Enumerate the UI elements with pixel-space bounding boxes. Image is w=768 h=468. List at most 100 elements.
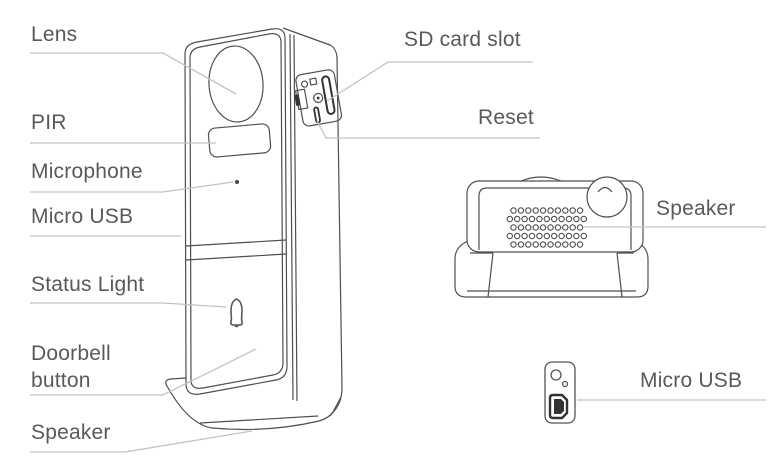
speaker-hole (532, 241, 539, 248)
speaker-hole (554, 224, 562, 231)
speaker-hole (573, 232, 580, 240)
bottom-body-bump (520, 176, 562, 182)
speaker-hole (569, 224, 576, 231)
doorbell-bell-icon (230, 298, 243, 328)
micro-usb-plate (544, 361, 576, 424)
front-seam-upper (185, 239, 287, 247)
speaker-hole (539, 207, 547, 214)
device-edge-crease-outer (289, 33, 294, 401)
sd-card-slot-icon (321, 75, 336, 115)
speaker-hole (510, 207, 517, 214)
side-usb-connector-dark (294, 94, 301, 106)
leader-doorbell-button (30, 348, 257, 396)
speaker-holes-icon (506, 207, 588, 248)
reset-hole-icon (313, 106, 321, 124)
micro-usb-detail-view (544, 361, 576, 424)
speaker-hole (562, 207, 569, 214)
speaker-hole (510, 224, 517, 231)
leader-microphone (30, 181, 234, 193)
speaker-hole (565, 215, 573, 223)
micro-usb-hole-small (561, 380, 569, 388)
label-pir: PIR (31, 111, 67, 134)
label-micro-usb-right: Micro USB (640, 369, 743, 392)
lens-shape (208, 45, 264, 123)
leader-speaker-left (30, 430, 253, 453)
leader-status-light (30, 302, 227, 308)
front-seam-lower (185, 253, 287, 261)
speaker-hole (536, 232, 543, 240)
leader-sd-card-slot (326, 61, 533, 102)
speaker-hole (547, 241, 554, 248)
device-front-face (184, 28, 288, 395)
speaker-hole (506, 215, 514, 223)
leader-reset (316, 120, 540, 139)
speaker-hole (521, 232, 528, 240)
speaker-hole (554, 207, 562, 214)
speaker-hole (543, 215, 551, 223)
device-base-inner-line (199, 415, 319, 424)
speaker-hole (558, 215, 565, 223)
speaker-hole (573, 215, 580, 223)
speaker-hole (528, 215, 536, 223)
bottom-tray-right-line (616, 252, 623, 298)
label-micro-usb-left: Micro USB (31, 205, 134, 228)
speaker-hole (547, 224, 554, 231)
side-panel-screw-center (316, 96, 320, 100)
doorbell-front-view (165, 27, 343, 431)
micro-usb-port-tongue (554, 399, 564, 414)
label-status-light: Status Light (31, 273, 145, 296)
micro-usb-port-icon (548, 393, 569, 420)
speaker-hole (580, 215, 588, 223)
side-panel-square-detail (309, 77, 318, 86)
bottom-view (454, 176, 649, 298)
speaker-hole (576, 241, 584, 248)
microphone-hole (235, 180, 239, 184)
speaker-hole (525, 241, 532, 248)
device-front-face-inner (189, 33, 284, 389)
leader-lens (30, 52, 237, 95)
speaker-hole (517, 224, 525, 231)
label-microphone: Microphone (31, 160, 143, 183)
speaker-hole (517, 207, 525, 214)
speaker-hole (539, 224, 547, 231)
speaker-hole (569, 207, 576, 214)
speaker-hole (525, 207, 532, 214)
speaker-hole (547, 207, 554, 214)
label-sd-card-slot: SD card slot (404, 28, 521, 51)
speaker-hole (510, 241, 517, 248)
speaker-hole (536, 215, 543, 223)
label-lens: Lens (31, 23, 78, 46)
leader-lines (30, 52, 766, 453)
speaker-hole (550, 215, 558, 223)
speaker-hole (513, 215, 521, 223)
bottom-body-inner (478, 187, 632, 250)
bottom-tray (454, 240, 649, 298)
speaker-hole (580, 232, 588, 240)
side-panel (294, 69, 343, 127)
speaker-hole (506, 232, 514, 240)
label-speaker-left: Speaker (31, 421, 111, 444)
bottom-tray-left-line (487, 252, 494, 298)
speaker-hole (532, 207, 539, 214)
speaker-hole (521, 215, 528, 223)
speaker-hole (562, 241, 569, 248)
hook-notch-circle (586, 176, 628, 218)
device-side-face (282, 27, 343, 417)
speaker-hole (576, 224, 584, 231)
device-edge-crease-inner (293, 34, 298, 402)
speaker-hole (539, 241, 547, 248)
speaker-hole (525, 224, 532, 231)
speaker-hole (532, 224, 539, 231)
hook-notch-arc (597, 186, 613, 193)
speaker-hole (576, 207, 584, 214)
speaker-hole (558, 232, 565, 240)
speaker-hole (543, 232, 551, 240)
speaker-hole (569, 241, 576, 248)
label-speaker-right: Speaker (656, 197, 736, 220)
speaker-hole (550, 232, 558, 240)
side-panel-screw-hole (300, 80, 309, 88)
device-base-wedge (165, 377, 342, 431)
speaker-hole (565, 232, 573, 240)
side-panel-screw (313, 92, 324, 104)
